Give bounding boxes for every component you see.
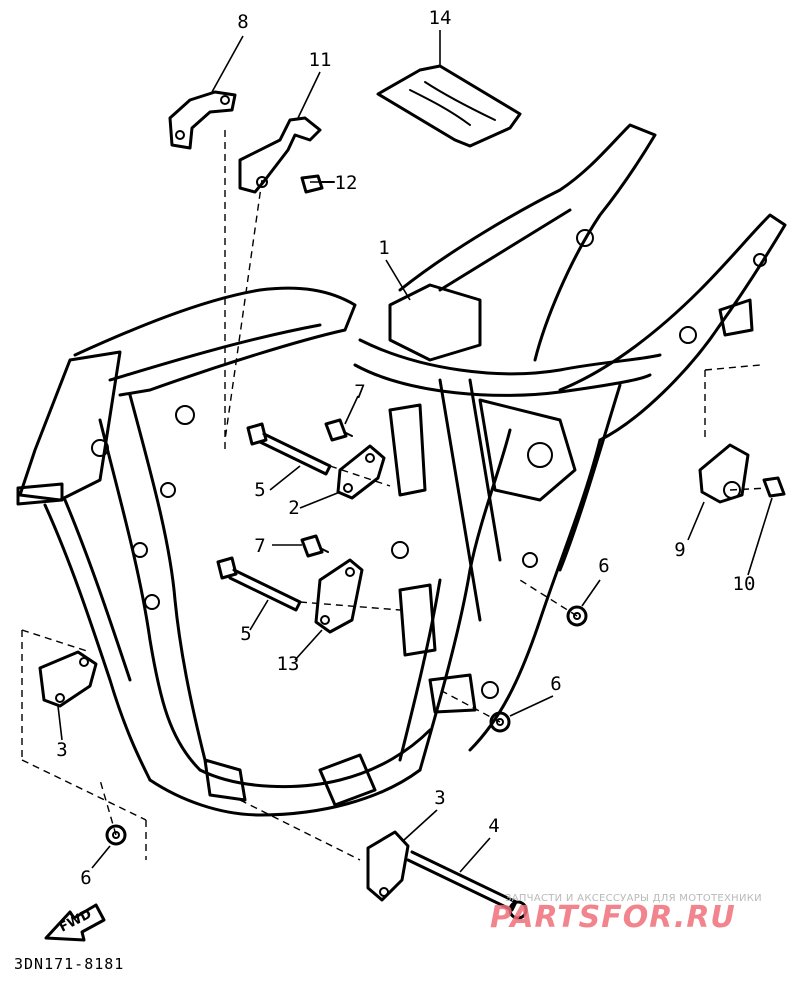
part-12-bolt	[300, 174, 335, 194]
callout-7-lower: 7	[254, 535, 265, 557]
callout-6-middle: 6	[550, 673, 561, 695]
callout-6-right: 6	[598, 555, 609, 577]
part-6-nut-right	[566, 605, 588, 627]
callout-5-lower: 5	[240, 623, 251, 645]
callout-13: 13	[277, 653, 300, 675]
callout-8: 8	[237, 11, 248, 33]
part-5-bolt-upper	[246, 422, 332, 476]
fwd-label: FWD	[57, 907, 94, 936]
part-2-plate	[336, 444, 386, 500]
part-14-pad	[376, 64, 522, 148]
part-6-nut-left	[105, 824, 127, 846]
callout-14: 14	[429, 7, 452, 29]
part-13-plate	[314, 558, 364, 634]
callout-12: 12	[335, 172, 358, 194]
callout-leaders	[57, 30, 773, 873]
part-10-bolt	[762, 476, 786, 498]
callout-3-left: 3	[56, 739, 67, 761]
part-9-mount	[698, 443, 750, 504]
diagram-code: 3DN171-8181	[14, 955, 125, 973]
part-7-bolt-upper	[324, 418, 353, 442]
part-5-bolt-lower	[216, 556, 302, 612]
callout-3-right: 3	[434, 787, 445, 809]
main-frame	[16, 123, 787, 817]
callout-4: 4	[488, 815, 499, 837]
part-6-nut-middle	[489, 711, 511, 733]
part-4-long-bolt	[406, 850, 528, 920]
part-3-plate-left	[38, 650, 98, 708]
assembly-guide-lines	[21, 130, 769, 861]
callout-7-upper: 7	[354, 381, 365, 403]
callout-5-upper: 5	[254, 479, 265, 501]
callout-6-left: 6	[80, 867, 91, 889]
part-8-bracket	[168, 90, 237, 150]
callout-labels: 8 14 11 12 1 7 5 2 7 5 13 9 10 6 6 3 3 4…	[56, 7, 755, 889]
part-7-bolt-lower	[300, 534, 329, 558]
callout-11: 11	[309, 49, 332, 71]
callout-2: 2	[288, 497, 299, 519]
part-3-plate-right	[366, 830, 410, 902]
watermark-caption: ЗАПЧАСТИ И АКСЕССУАРЫ ДЛЯ МОТОТЕХНИКИ	[505, 893, 762, 904]
callout-10: 10	[733, 573, 756, 595]
callout-1: 1	[378, 237, 389, 259]
part-11-bracket	[238, 116, 322, 194]
fwd-arrow: FWD	[44, 903, 106, 942]
callout-9: 9	[674, 539, 685, 561]
watermark-logo: PARTSFOR.RU	[490, 900, 736, 935]
